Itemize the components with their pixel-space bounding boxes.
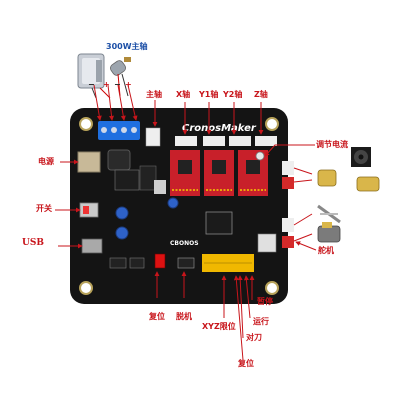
- label-xyz-limit: XYZ限位: [202, 322, 236, 331]
- label-tool-set: 对刀: [246, 333, 262, 342]
- switch-part: [79, 202, 99, 218]
- label-reset-left: 复位: [149, 312, 165, 321]
- power-jack: [77, 151, 101, 173]
- probe-image: [317, 204, 341, 224]
- limit-header: [202, 254, 254, 272]
- label-spindle-300w: 300W主轴: [106, 42, 148, 51]
- usb-port: [81, 238, 103, 254]
- label-usb: USB: [22, 238, 44, 248]
- reset-button-part: [154, 253, 166, 269]
- laser-module-image: [317, 169, 380, 192]
- axis-connectors: [175, 136, 277, 146]
- label-run: 运行: [253, 317, 269, 326]
- mcu-chip: [205, 211, 233, 235]
- label-x-axis: X轴: [176, 90, 191, 99]
- servo-image: [317, 222, 341, 243]
- label-current-adjust: 调节电流: [316, 140, 348, 149]
- terminal-block: [98, 121, 140, 140]
- label-y2-axis: Y2轴: [223, 90, 243, 99]
- board-brand: CronosMaker: [182, 123, 257, 134]
- power-section: [107, 149, 179, 240]
- label-switch: 开关: [36, 204, 52, 213]
- stepper-drivers: [170, 150, 268, 196]
- terminal-sign-2: +: [103, 80, 110, 89]
- spindle-connector: [145, 127, 161, 147]
- label-reset-bottom: 复位: [238, 359, 254, 368]
- label-z-axis: Z轴: [254, 90, 268, 99]
- terminal-sign-3: −: [114, 80, 121, 89]
- regulator-chips: [109, 257, 145, 269]
- label-pause: 暂停: [257, 297, 273, 306]
- label-servo: 舵机: [318, 246, 334, 255]
- terminal-sign-4: +: [125, 80, 132, 89]
- fan-image: [351, 147, 371, 167]
- label-spindle: 主轴: [146, 90, 162, 99]
- label-offline: 脱机: [176, 312, 192, 321]
- offline-header: [177, 257, 195, 269]
- chip-mark: CBONOS: [170, 240, 199, 247]
- spindle-motor-image: [77, 53, 131, 99]
- label-power: 电源: [38, 157, 54, 166]
- terminal-sign-1: −: [88, 80, 95, 89]
- label-y1-axis: Y1轴: [199, 90, 219, 99]
- pointer-lines: [55, 84, 317, 361]
- right-connectors: [257, 161, 294, 253]
